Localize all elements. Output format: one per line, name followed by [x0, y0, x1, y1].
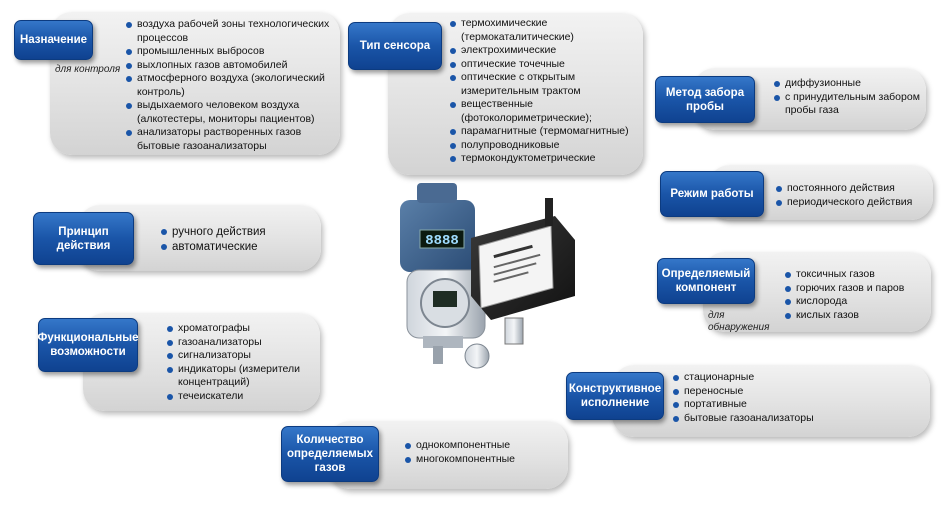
list-item: горючих газов и паров — [784, 282, 929, 296]
list-item: многокомпонентные — [404, 453, 564, 467]
list-item: периодического действия — [775, 196, 930, 210]
list-item: воздуха рабочей зоны технологических про… — [125, 18, 335, 45]
display-digits: 8888 — [425, 233, 459, 249]
purpose-note: для контроля — [55, 64, 121, 75]
list-item: парамагнитные (термомагнитные) — [449, 125, 641, 139]
list-item: сигнализаторы — [166, 349, 318, 363]
component-list: токсичных газов горючих газов и паров ки… — [784, 268, 929, 322]
mode-list: постоянного действия периодического дейс… — [775, 182, 930, 209]
functional-label: Функциональные возможности — [38, 318, 138, 372]
mode-label: Режим работы — [660, 171, 764, 217]
list-item: портативные — [672, 398, 872, 412]
list-item: анализаторы растворенных газов бытовые г… — [125, 126, 335, 153]
list-item: течеискатели — [166, 390, 318, 404]
list-item: хроматографы — [166, 322, 318, 336]
sensor-type-label: Тип сенсора — [348, 22, 442, 70]
list-item: оптические точечные — [449, 58, 641, 72]
list-item: стационарные — [672, 371, 872, 385]
list-item: переносные — [672, 385, 872, 399]
design-list: стационарные переносные портативные быто… — [672, 371, 872, 425]
hex-bolt — [464, 343, 490, 369]
gas-analyzer-device-image: 8888 — [400, 183, 575, 369]
gas-count-list: однокомпонентные многокомпонентные — [404, 439, 564, 466]
digital-display — [419, 229, 465, 249]
sensor-type-list: термохимические (термокаталитические) эл… — [449, 17, 641, 166]
sampling-list: диффузионные с принудительным забором пр… — [773, 77, 923, 118]
list-item: автоматические — [160, 240, 315, 255]
list-item: диффузионные — [773, 77, 923, 91]
purpose-label: Назначение — [14, 20, 93, 60]
list-item: промышленных выбросов — [125, 45, 335, 59]
list-item: термохимические (термокаталитические) — [449, 17, 641, 44]
list-item: постоянного действия — [775, 182, 930, 196]
list-item: вещественные (фотоколориметрические); — [449, 98, 641, 125]
list-item: выхлопных газов автомобилей — [125, 59, 335, 73]
design-panel — [612, 365, 930, 437]
purpose-panel — [50, 12, 340, 155]
list-item: токсичных газов — [784, 268, 929, 282]
principle-list: ручного действия автоматические — [160, 225, 315, 255]
list-item: ручного действия — [160, 225, 315, 240]
functional-list: хроматографы газоанализаторы сигнализато… — [166, 322, 318, 403]
list-item: выдыхаемого человеком воздуха (алкотесте… — [125, 99, 335, 126]
list-item: полупроводниковые — [449, 139, 641, 153]
principle-label: Принцип действия — [33, 212, 134, 265]
list-item: электрохимические — [449, 44, 641, 58]
purpose-list: воздуха рабочей зоны технологических про… — [125, 18, 335, 153]
list-item: газоанализаторы — [166, 336, 318, 350]
list-item: кислорода — [784, 295, 929, 309]
list-item: термокондуктометрические — [449, 152, 641, 166]
list-item: оптические с открытым измерительным трак… — [449, 71, 641, 98]
component-note: для обнаружения — [708, 310, 770, 333]
design-label: Конструктивное исполнение — [566, 372, 664, 420]
sampling-label: Метод забора пробы — [655, 76, 755, 123]
list-item: индикаторы (измерители концентраций) — [166, 363, 318, 390]
list-item: бытовые газоанализаторы — [672, 412, 872, 426]
list-item: однокомпонентные — [404, 439, 564, 453]
list-item: атмосферного воздуха (экологический конт… — [125, 72, 335, 99]
list-item: с принудительным забором пробы газа — [773, 91, 923, 118]
component-label: Определяемый компонент — [657, 258, 755, 304]
list-item: кислых газов — [784, 309, 929, 323]
gas-count-label: Количество определяемых газов — [281, 426, 379, 482]
